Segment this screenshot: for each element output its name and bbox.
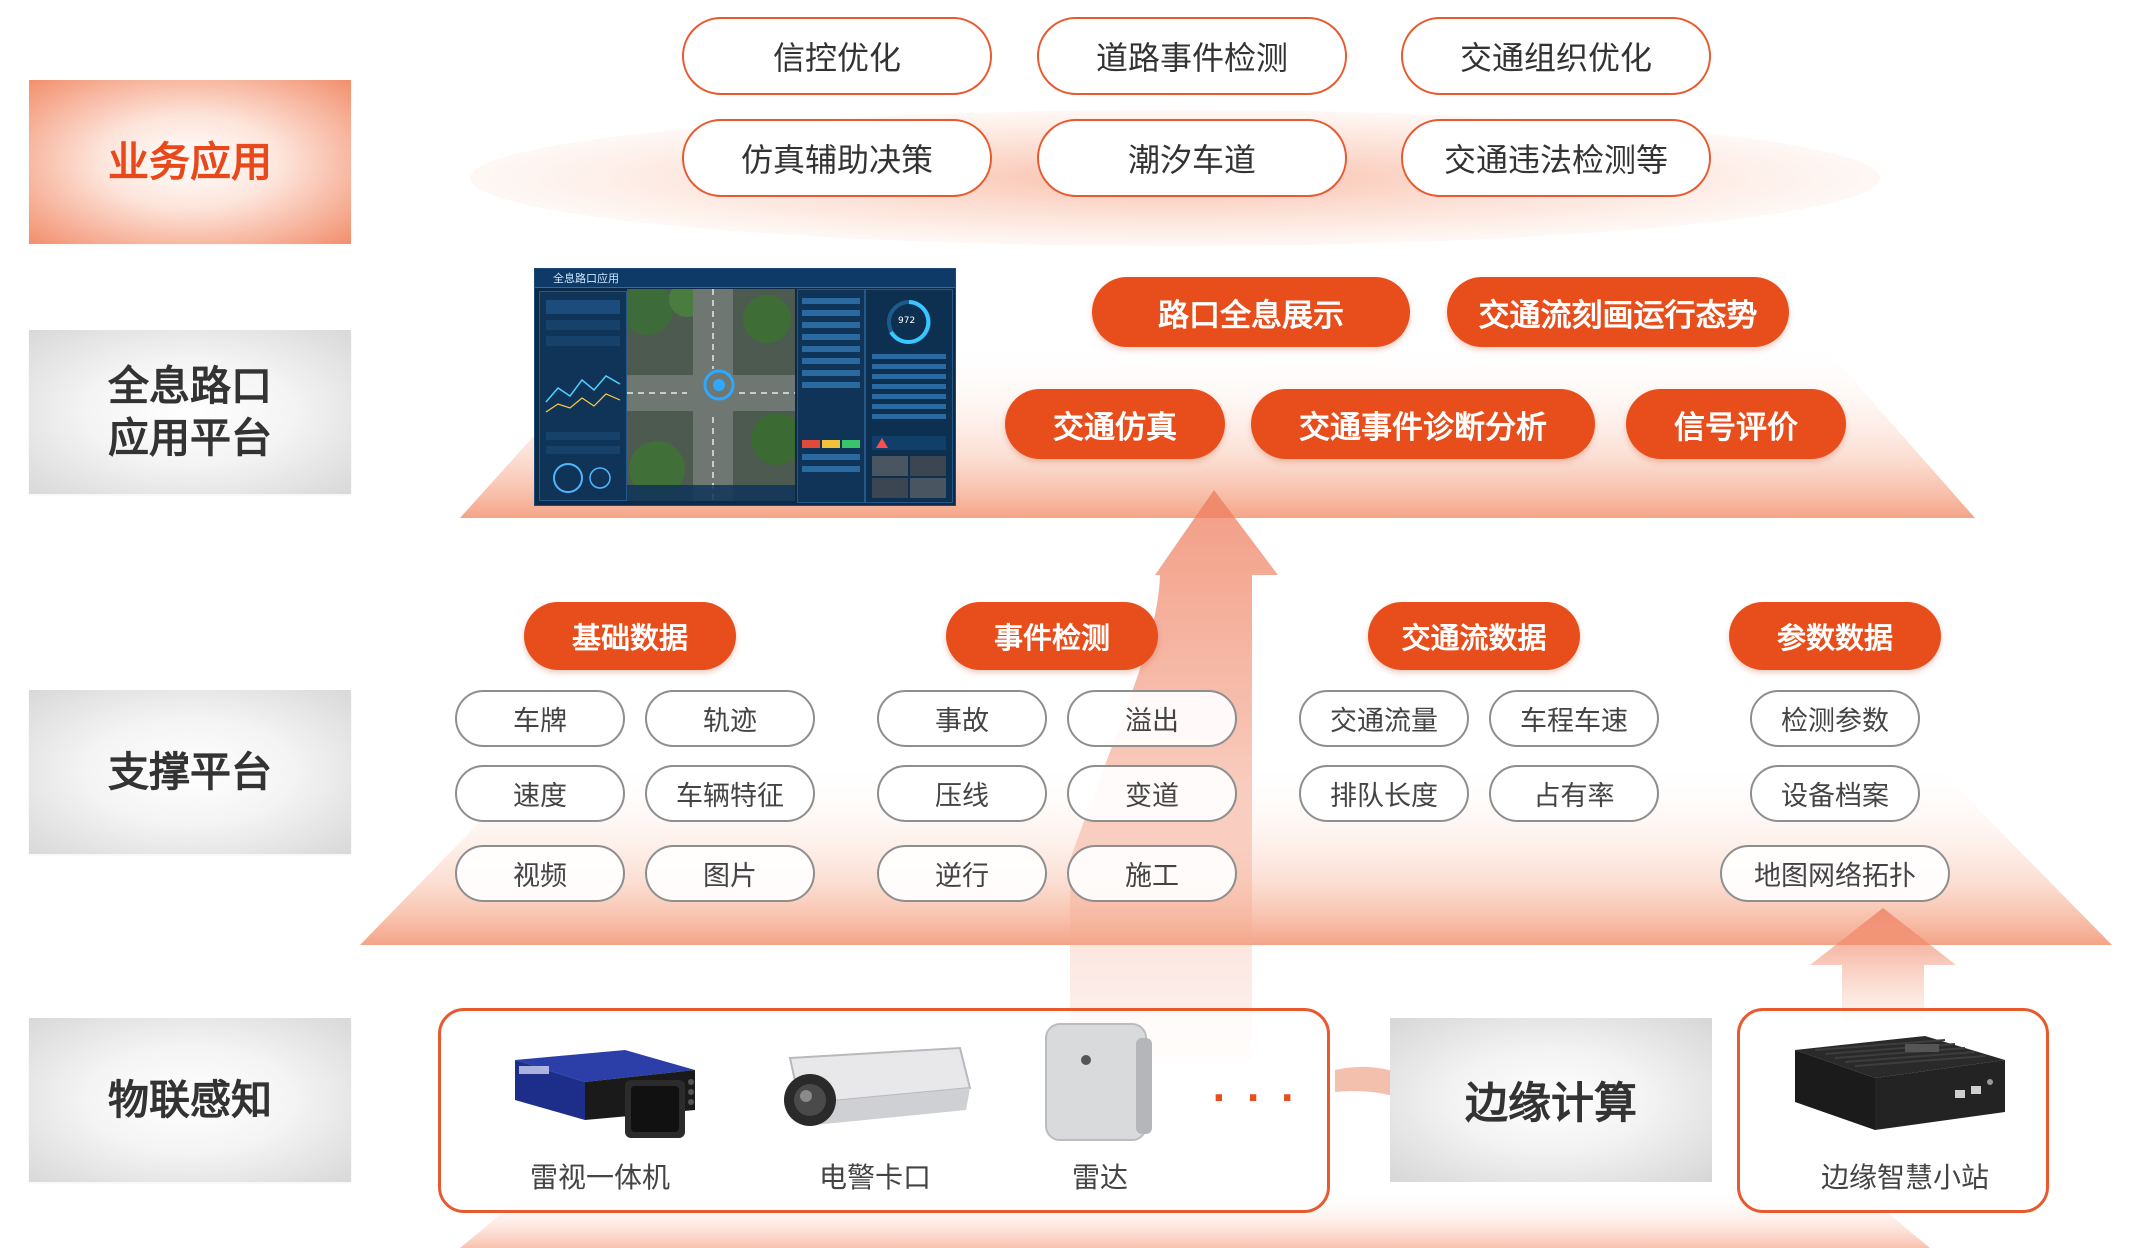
bullet-camera-icon [784,1046,972,1126]
dashboard-gauge-value: 972 [898,316,916,326]
edge-computing-label: 边缘计算 [1465,1079,1637,1129]
layer-platform-line2: 应用平台 [108,414,272,462]
support-item-accident: 事故 [877,690,1047,747]
support-item-vehicle-feature: 车辆特征 [645,765,815,822]
layer-support-text: 支撑平台 [108,748,272,796]
support-item-traffic-volume: 交通流量 [1299,690,1469,747]
layer-iot-text: 物联感知 [108,1076,272,1124]
layer-label-support: 支撑平台 [29,690,351,854]
dashboard-right-panel [797,289,865,503]
support-item-trajectory: 轨迹 [645,690,815,747]
dashboard-title-bar: 全息路口应用 [535,269,955,288]
support-item-queue-length: 排队长度 [1299,765,1469,822]
device-label-radar: 雷达 [1071,1161,1128,1194]
business-app-road-event-detection: 道路事件检测 [1037,17,1347,95]
feature-traffic-simulation: 交通仿真 [1005,389,1225,459]
layer-label-iot: 物联感知 [29,1018,351,1182]
radar-vision-camera-icon [515,1050,695,1138]
dashboard-aerial-map [627,289,795,501]
support-group-basic-data: 基础数据 [524,602,736,670]
feature-event-diagnosis: 交通事件诊断分析 [1251,389,1595,459]
support-item-map-topology: 地图网络拓扑 [1720,845,1950,902]
business-app-signal-optimization: 信控优化 [682,17,992,95]
layer-business-text: 业务应用 [108,138,272,186]
edge-computing-box: 边缘计算 [1390,1018,1712,1182]
layer-platform-line1: 全息路口 [108,362,272,410]
business-app-tidal-lane: 潮汐车道 [1037,119,1347,197]
edge-station-label: 边缘智慧小站 [1820,1161,1989,1194]
device-label-radar-vision: 雷视一体机 [529,1161,670,1194]
dashboard-title: 全息路口应用 [553,272,619,285]
dashboard-gauge-panel: 972 [865,289,953,503]
layer-label-business: 业务应用 [29,80,351,244]
layer-label-platform: 全息路口 应用平台 [29,330,351,494]
business-app-violation-detection: 交通违法检测等 [1401,119,1711,197]
business-app-traffic-organization: 交通组织优化 [1401,17,1711,95]
dashboard-screenshot: 全息路口应用 [534,268,956,506]
support-item-device-archive: 设备档案 [1750,765,1920,822]
support-item-occupancy: 占有率 [1489,765,1659,822]
support-item-image: 图片 [645,845,815,902]
support-group-traffic-flow: 交通流数据 [1368,602,1580,670]
support-item-video: 视频 [455,845,625,902]
edge-station-device-icon [1795,1036,2005,1130]
support-item-lane-change: 变道 [1067,765,1237,822]
support-item-wrong-way: 逆行 [877,845,1047,902]
support-item-construction: 施工 [1067,845,1237,902]
support-item-detection-params: 检测参数 [1750,690,1920,747]
support-item-overflow: 溢出 [1067,690,1237,747]
support-group-event-detection: 事件检测 [946,602,1158,670]
dashboard-left-panel [539,291,627,501]
support-item-plate: 车牌 [455,690,625,747]
support-item-speed: 速度 [455,765,625,822]
feature-traffic-flow-trend: 交通流刻画运行态势 [1447,277,1789,347]
support-item-line-pressing: 压线 [877,765,1047,822]
flow-arrow-edge [1810,908,1956,1020]
feature-signal-evaluation: 信号评价 [1626,389,1846,459]
more-devices-ellipsis: · · · [1212,1078,1299,1119]
device-label-bullet-camera: 电警卡口 [818,1161,931,1194]
support-item-journey-speed: 车程车速 [1489,690,1659,747]
business-app-simulation-decision: 仿真辅助决策 [682,119,992,197]
radar-icon [1045,1023,1152,1141]
support-group-parameter-data: 参数数据 [1729,602,1941,670]
feature-holographic-display: 路口全息展示 [1092,277,1410,347]
